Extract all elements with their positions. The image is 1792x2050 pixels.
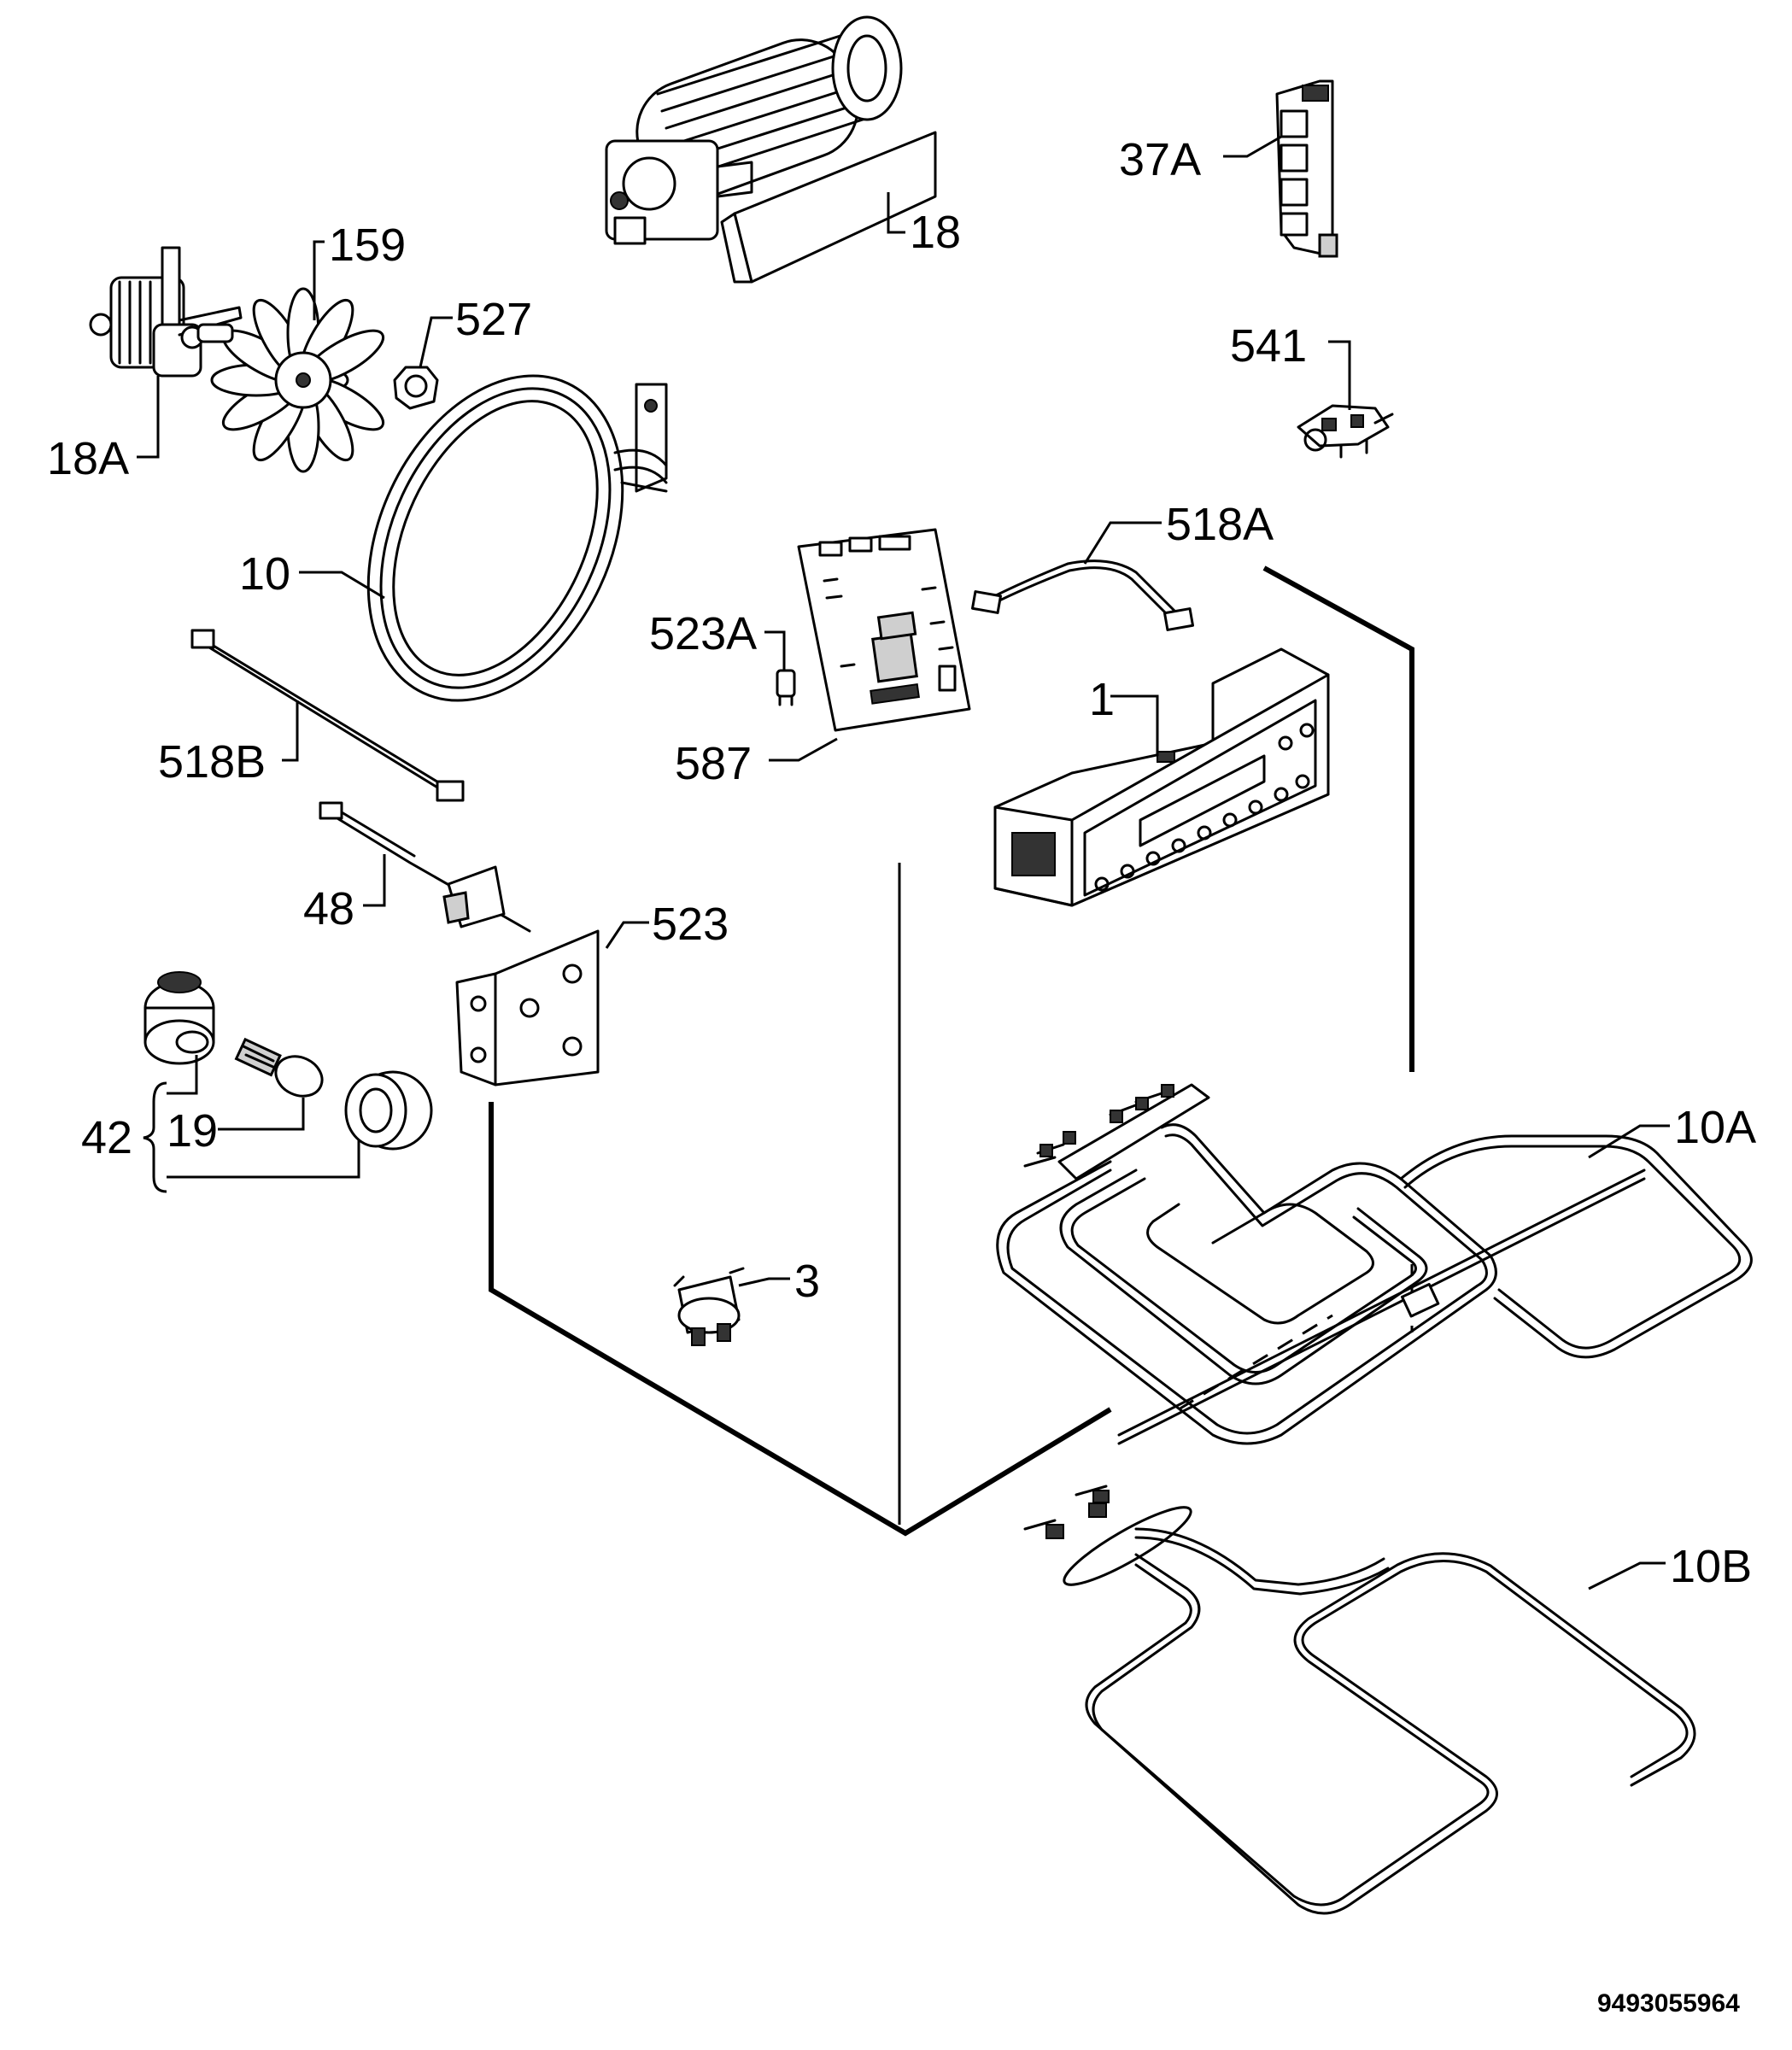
- label-1: 1: [1089, 674, 1115, 725]
- part-18a-fan-motor: [89, 246, 243, 378]
- part-541-connector: [1297, 404, 1394, 459]
- part-518b-harness: [190, 629, 465, 802]
- leader-518b: [282, 700, 299, 762]
- part-523a-plug: [776, 669, 796, 706]
- part-523-bracket: [455, 929, 600, 1086]
- part-10b-bottom-element: [1023, 1485, 1696, 1915]
- lamp-leaders: [143, 1055, 360, 1193]
- label-48: 48: [303, 883, 354, 934]
- leader-541: [1328, 340, 1351, 410]
- leader-37a: [1223, 135, 1282, 158]
- label-10b: 10B: [1670, 1541, 1752, 1592]
- part-10a-grill-element: [996, 1083, 1753, 1445]
- label-42: 42: [81, 1112, 132, 1163]
- part-518a-harness: [970, 559, 1195, 631]
- part-527-nut: [393, 366, 439, 410]
- label-10a: 10A: [1674, 1102, 1756, 1153]
- part-42-lamp-cover: [344, 1070, 433, 1151]
- part-587-control-board: [797, 528, 971, 732]
- label-527: 527: [455, 294, 532, 345]
- part-48-sensor: [319, 801, 531, 933]
- label-19: 19: [167, 1105, 218, 1157]
- leader-10b: [1588, 1561, 1666, 1590]
- label-10: 10: [239, 548, 290, 600]
- leader-527: [419, 316, 453, 368]
- leader-10a: [1588, 1124, 1670, 1159]
- part-37a-terminal-block: [1275, 79, 1338, 258]
- leader-48: [363, 854, 386, 907]
- leader-18a: [137, 376, 160, 459]
- label-541: 541: [1230, 320, 1307, 372]
- label-523a: 523A: [649, 608, 757, 659]
- label-518a: 518A: [1166, 499, 1274, 550]
- leader-3: [738, 1277, 790, 1287]
- label-3: 3: [794, 1256, 820, 1307]
- part-19-lamp-bulb: [234, 1037, 324, 1098]
- leader-1: [1110, 694, 1159, 756]
- label-37a: 37A: [1119, 134, 1201, 185]
- leader-523a: [764, 630, 786, 671]
- leader-518a: [1083, 521, 1162, 565]
- oven-cavity-outline: [489, 565, 1414, 1537]
- label-587: 587: [675, 738, 752, 789]
- leader-587: [769, 737, 838, 762]
- leader-10: [299, 571, 385, 600]
- part-18-tangential-fan: [605, 15, 937, 284]
- label-523: 523: [652, 899, 729, 950]
- leader-523: [605, 921, 649, 949]
- part-10-circular-element: [366, 374, 668, 702]
- part-42-lamp-holder: [143, 971, 215, 1065]
- leader-159: [313, 240, 325, 320]
- leader-18: [887, 192, 905, 234]
- label-18: 18: [910, 207, 961, 258]
- label-518b: 518B: [158, 736, 266, 788]
- label-159: 159: [329, 220, 406, 271]
- part-159-fan-blade: [210, 287, 385, 473]
- label-18a: 18A: [47, 433, 129, 484]
- part-3-thermostat: [673, 1267, 745, 1346]
- document-code: 9493055964: [1597, 1989, 1740, 2018]
- part-1-control-panel: [993, 647, 1330, 907]
